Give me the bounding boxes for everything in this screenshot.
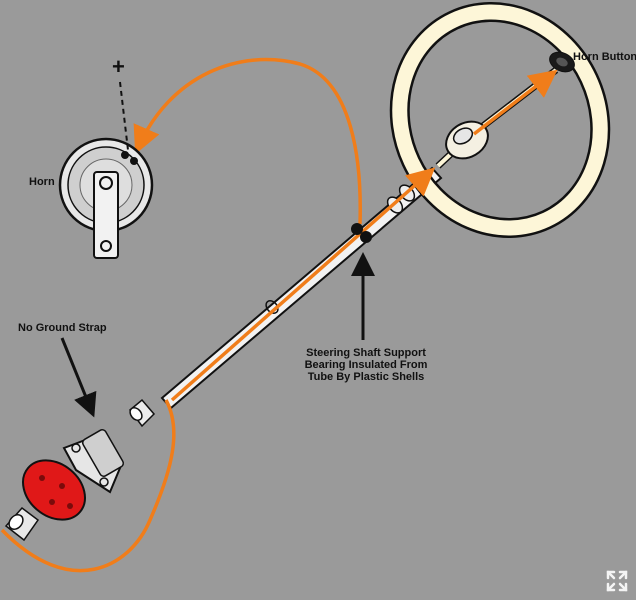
horn-button-part — [549, 51, 575, 73]
small-coupling — [128, 398, 156, 428]
expand-arrows-icon[interactable] — [604, 568, 630, 594]
support-bearing-label-line3: Tube By Plastic Shells — [307, 371, 425, 383]
ground-strap-pointer-arrow — [60, 337, 97, 418]
horn-label: Horn — [29, 176, 55, 188]
support-bearing-label-line1: Steering Shaft Support — [306, 347, 426, 359]
steering-wheel — [389, 2, 611, 238]
horn-part — [58, 81, 154, 259]
flange-part — [62, 429, 125, 494]
plus-terminal-label: + — [112, 54, 125, 79]
no-ground-strap-label: No Ground Strap — [18, 322, 107, 334]
support-bearing-label: Steering Shaft Support Bearing Insulated… — [296, 347, 436, 383]
horn-wire — [0, 57, 558, 573]
lower-coupling — [4, 506, 40, 542]
support-bearing-label-line2: Bearing Insulated From — [304, 359, 428, 371]
support-bearing — [351, 223, 372, 243]
red-insulator-disc — [22, 459, 86, 521]
horn-button-label: Horn Button — [573, 51, 636, 63]
